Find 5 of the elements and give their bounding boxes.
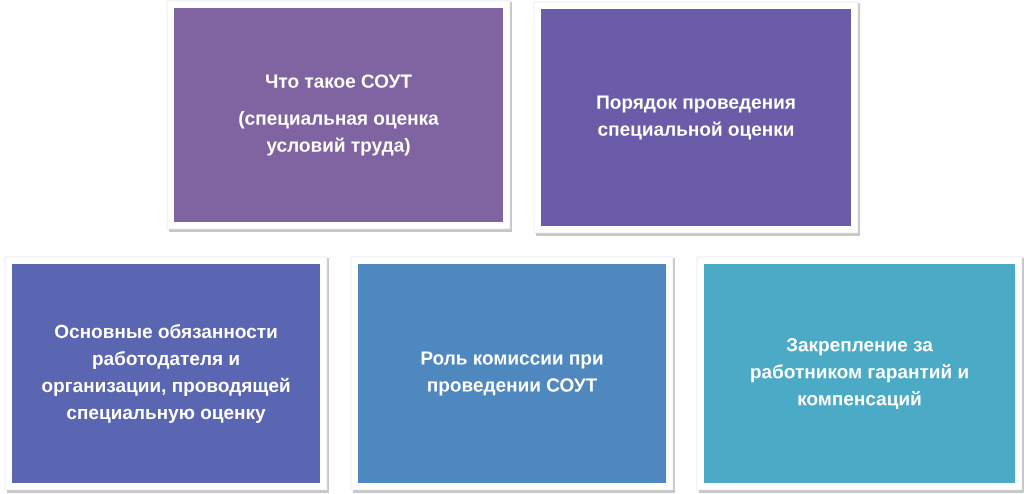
topic-box: Порядок проведения специальной оценки	[533, 1, 860, 236]
topic-box: Роль комиссии при проведении СОУТ	[350, 256, 675, 493]
topic-box: Закрепление за работником гарантий и компенсаций	[696, 256, 1024, 493]
topic-box: Основные обязанности работодателя и организации, проводящей специальную оценку	[4, 256, 329, 493]
topic-box: Что такое СОУТ (специальная оценка условий труда)	[166, 0, 512, 232]
